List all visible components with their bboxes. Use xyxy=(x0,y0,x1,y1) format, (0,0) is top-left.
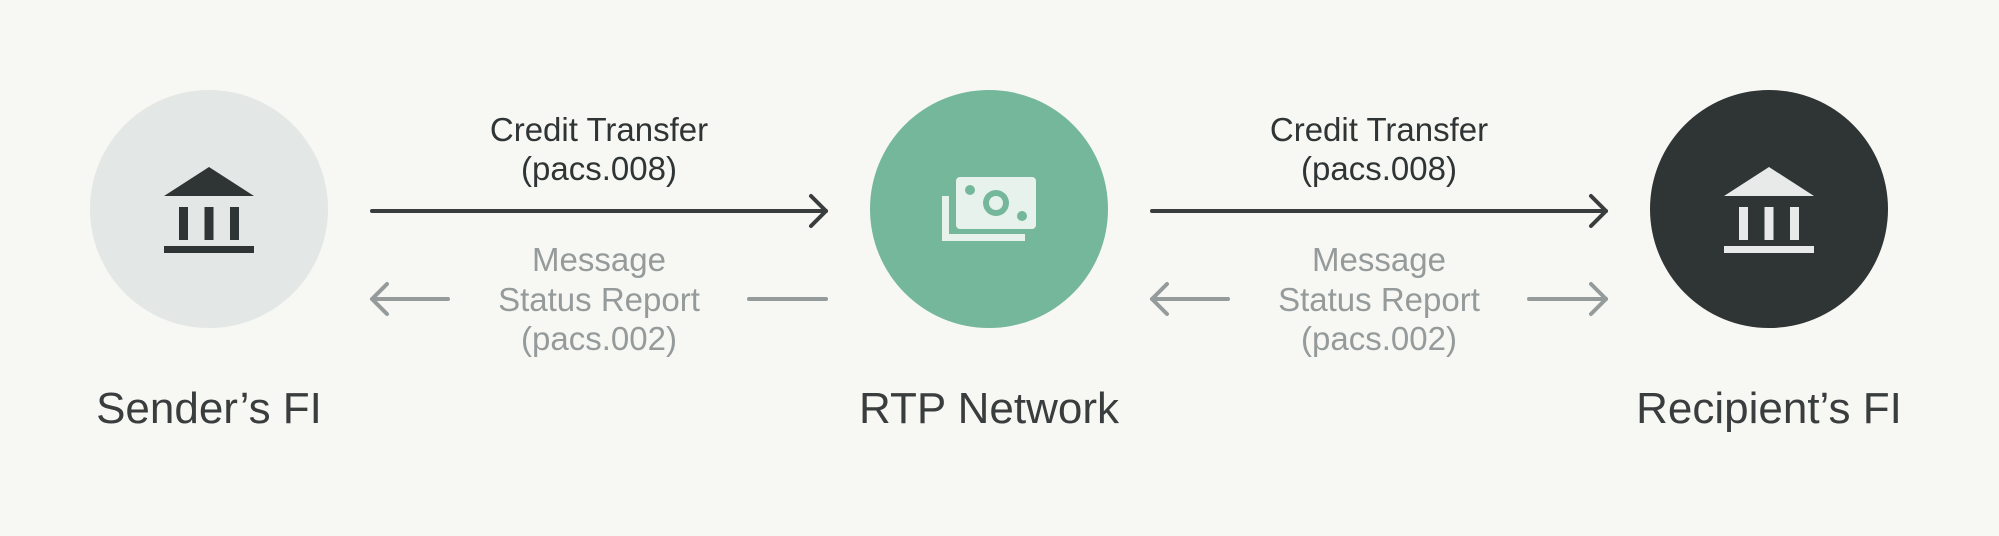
bank-icon xyxy=(164,167,254,253)
recipient-node: Recipient’s FI xyxy=(1636,90,1902,433)
right-credit-code: (pacs.008) xyxy=(1301,150,1457,187)
left-status-code: (pacs.002) xyxy=(521,320,677,357)
cash-icon xyxy=(942,177,1036,241)
right-credit-title: Credit Transfer xyxy=(1270,111,1488,148)
sender-label: Sender’s FI xyxy=(96,384,322,433)
left-status-line2: Status Report xyxy=(498,281,700,318)
left-credit-code: (pacs.008) xyxy=(521,150,677,187)
right-status-line2: Status Report xyxy=(1278,281,1480,318)
left-credit-transfer: Credit Transfer (pacs.008) xyxy=(370,111,828,228)
right-credit-transfer: Credit Transfer (pacs.008) xyxy=(1150,111,1608,228)
bidirectional-arrow xyxy=(1150,282,1608,316)
left-credit-title: Credit Transfer xyxy=(490,111,708,148)
right-arrow xyxy=(1150,194,1608,228)
right-status-line1: Message xyxy=(1312,241,1446,278)
right-status-code: (pacs.002) xyxy=(1301,320,1457,357)
left-status-line1: Message xyxy=(532,241,666,278)
network-node: RTP Network xyxy=(859,90,1120,433)
network-label: RTP Network xyxy=(859,384,1120,433)
right-status-report: Message Status Report (pacs.002) xyxy=(1150,241,1608,357)
left-arrow xyxy=(370,282,828,316)
recipient-label: Recipient’s FI xyxy=(1636,384,1902,433)
left-status-report: Message Status Report (pacs.002) xyxy=(370,241,828,357)
right-arrow xyxy=(370,194,828,228)
bank-icon xyxy=(1724,167,1814,253)
sender-node: Sender’s FI xyxy=(90,90,328,433)
